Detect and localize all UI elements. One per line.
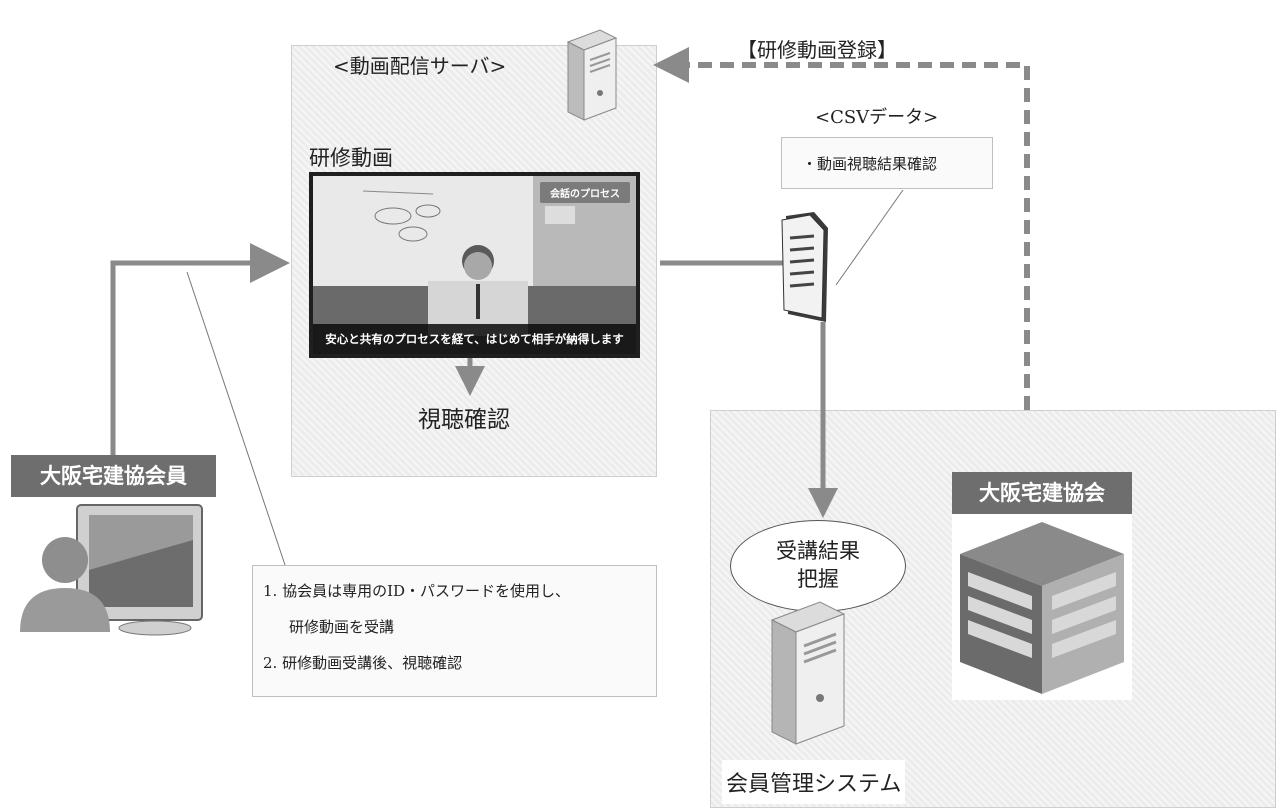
csv-callout-line xyxy=(835,189,904,286)
csv-item: ・動画視聴結果確認 xyxy=(802,155,938,173)
step-1-line-1: 1. 協会員は専用のID・パスワードを使用し、 xyxy=(263,582,571,600)
register-label: 【研修動画登録】 xyxy=(737,38,897,62)
video-heading: 研修動画 xyxy=(309,146,393,170)
server-icon xyxy=(770,601,846,745)
csv-item-box: ・動画視聴結果確認 xyxy=(781,137,993,189)
member-to-video-arrow xyxy=(110,243,290,455)
document-icon xyxy=(781,212,828,322)
training-video[interactable]: 会話のプロセス 安心と共有のプロセスを経て、はじめて相手が納得します xyxy=(309,172,640,358)
result-bubble: 受講結果 把握 xyxy=(730,520,906,612)
member-label: 大阪宅建協会員 xyxy=(11,455,216,497)
result-line-2: 把握 xyxy=(797,567,839,591)
user-pc-icon xyxy=(20,504,203,636)
association-label: 大阪宅建協会 xyxy=(952,472,1132,514)
view-confirm-label: 視聴確認 xyxy=(418,407,510,433)
csv-title: <CSVデータ> xyxy=(815,107,939,128)
step-1-line-2: 研修動画を受講 xyxy=(289,618,395,636)
steps-callout-line xyxy=(186,271,286,566)
building-icon xyxy=(952,514,1132,700)
video-tag: 会話のプロセス xyxy=(540,182,630,203)
member-steps-box: 1. 協会員は専用のID・パスワードを使用し、 研修動画を受講 2. 研修動画受… xyxy=(252,565,657,697)
step-2: 2. 研修動画受講後、視聴確認 xyxy=(263,654,463,672)
result-line-1: 受講結果 xyxy=(776,539,860,563)
server-title: <動画配信サーバ> xyxy=(333,54,507,78)
member-system-label: 会員管理システム xyxy=(722,760,906,804)
registration-dashed-arrow xyxy=(653,47,1030,410)
video-caption: 安心と共有のプロセスを経て、はじめて相手が納得します xyxy=(313,324,636,354)
server-icon xyxy=(566,29,618,121)
